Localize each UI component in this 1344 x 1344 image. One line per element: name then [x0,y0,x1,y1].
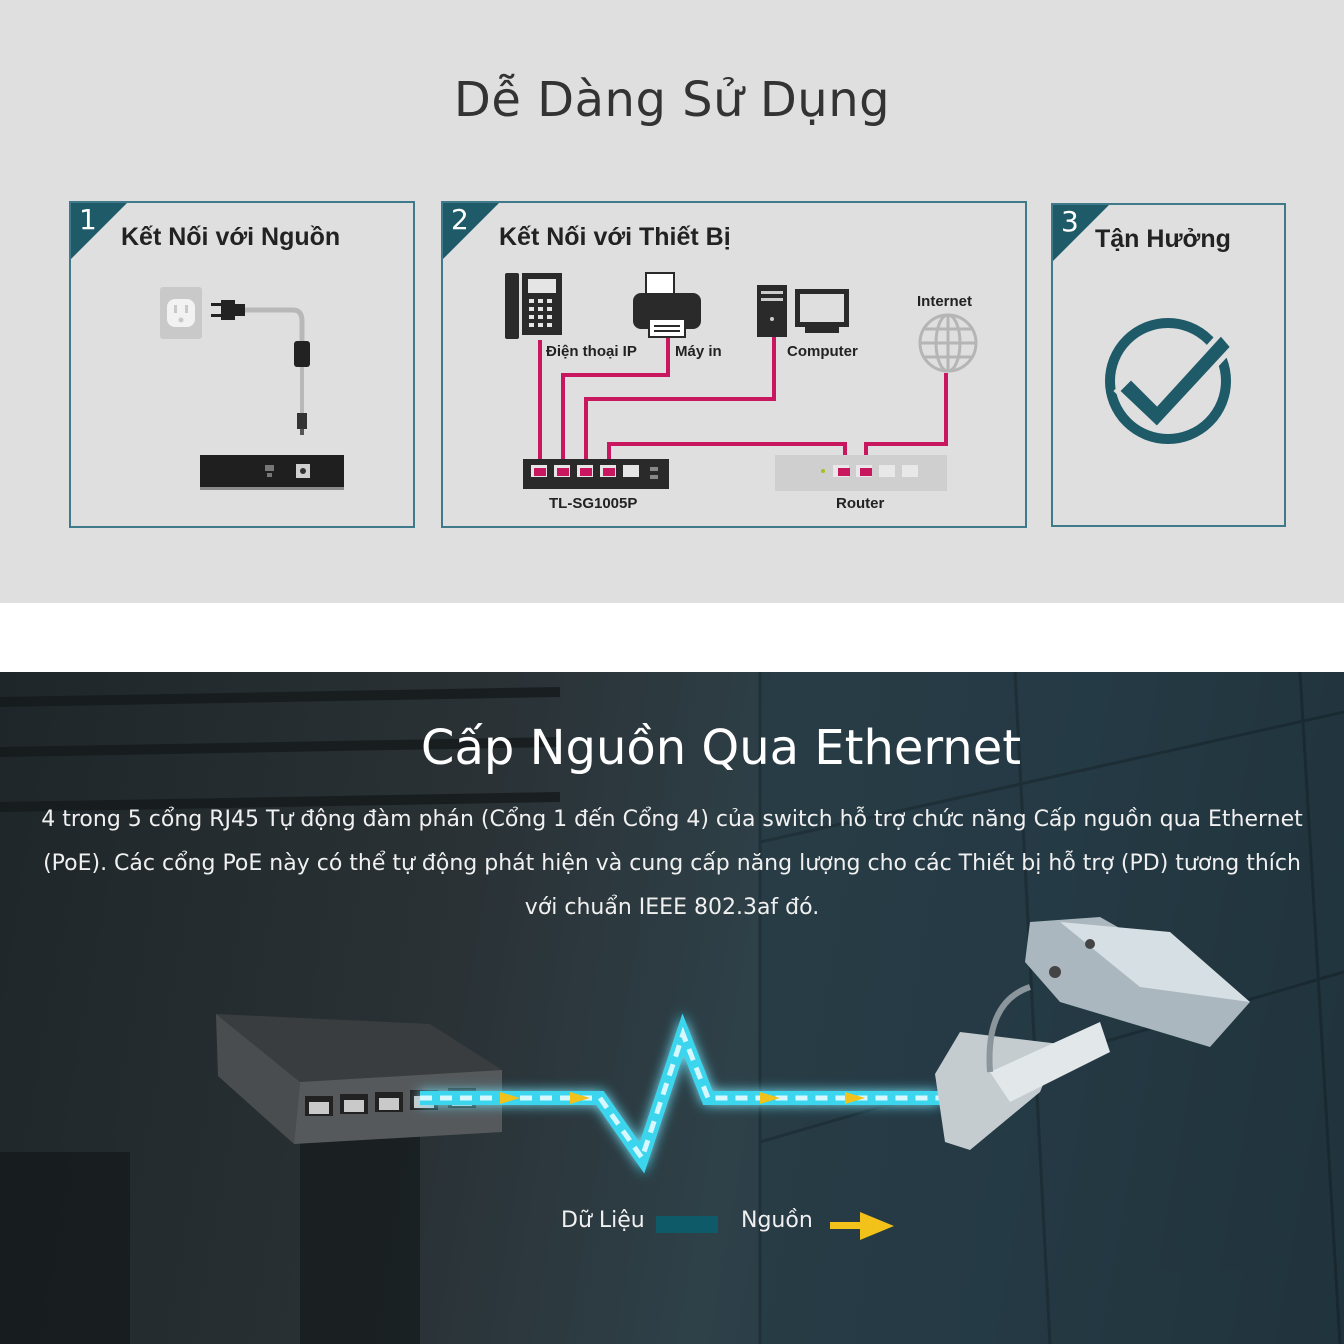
step-corner-badge [1053,205,1109,261]
ease-of-use-section: Dễ Dàng Sử Dụng [0,0,1344,603]
section-title: Cấp Nguồn Qua Ethernet [420,720,1022,776]
legend-data-label: Dữ Liệu [561,1208,645,1233]
switch-device-icon [200,455,344,490]
switch-label: TL-SG1005P [549,495,638,512]
power-arrows [500,1092,865,1104]
section-description: 4 trong 5 cổng RJ45 Tự động đàm phán (Cổ… [41,807,1303,920]
network-diagram [505,272,978,491]
wall-outlet-icon [160,287,202,339]
step-card-devices: 2 Kết Nối với Thiết Bị Điện thoại IP Máy… [441,201,1027,528]
internet-globe-icon [918,313,978,373]
internet-label: Internet [917,293,973,310]
step-number: 2 [451,203,469,236]
ip-phone-icon [505,273,562,339]
checkmark-illustration [1105,318,1237,444]
computer-label: Computer [787,343,858,360]
step-number: 3 [1061,205,1079,238]
poe-switch-icon [216,1014,502,1144]
step-card-enjoy: 3 Tận Hưởng [1051,203,1286,527]
step-title: Tận Hưởng [1095,225,1231,253]
router-icon [775,455,947,491]
checkmark-icon [1105,318,1237,444]
step-title: Kết Nối với Nguồn [121,223,341,251]
security-camera-icon [935,917,1250,1150]
poe-background-illustration [0,672,1344,1344]
power-plug-icon [211,300,310,435]
step-corner-badge [71,203,127,259]
step-corner-badge [443,203,499,259]
legend-data-swatch [656,1216,718,1233]
tl-sg1005p-switch-icon [523,459,669,489]
computer-icon [757,285,849,337]
step-card-power: 1 Kết Nối với Nguồn [69,201,415,528]
legend-power-label: Nguồn [741,1208,813,1233]
router-label: Router [836,495,885,512]
ip-phone-label: Điện thoại IP [546,343,637,360]
printer-label: Máy in [675,343,722,360]
step-number: 1 [79,203,97,236]
ceiling-beams [0,687,561,812]
poe-section: Cấp Nguồn Qua Ethernet 4 trong 5 cổng RJ… [0,672,1344,1344]
section-title: Dễ Dàng Sử Dụng [453,72,891,128]
power-illustration [160,287,344,490]
legend-power-arrow [830,1212,894,1240]
step-title: Kết Nối với Thiết Bị [499,223,731,251]
printer-icon [633,272,701,338]
